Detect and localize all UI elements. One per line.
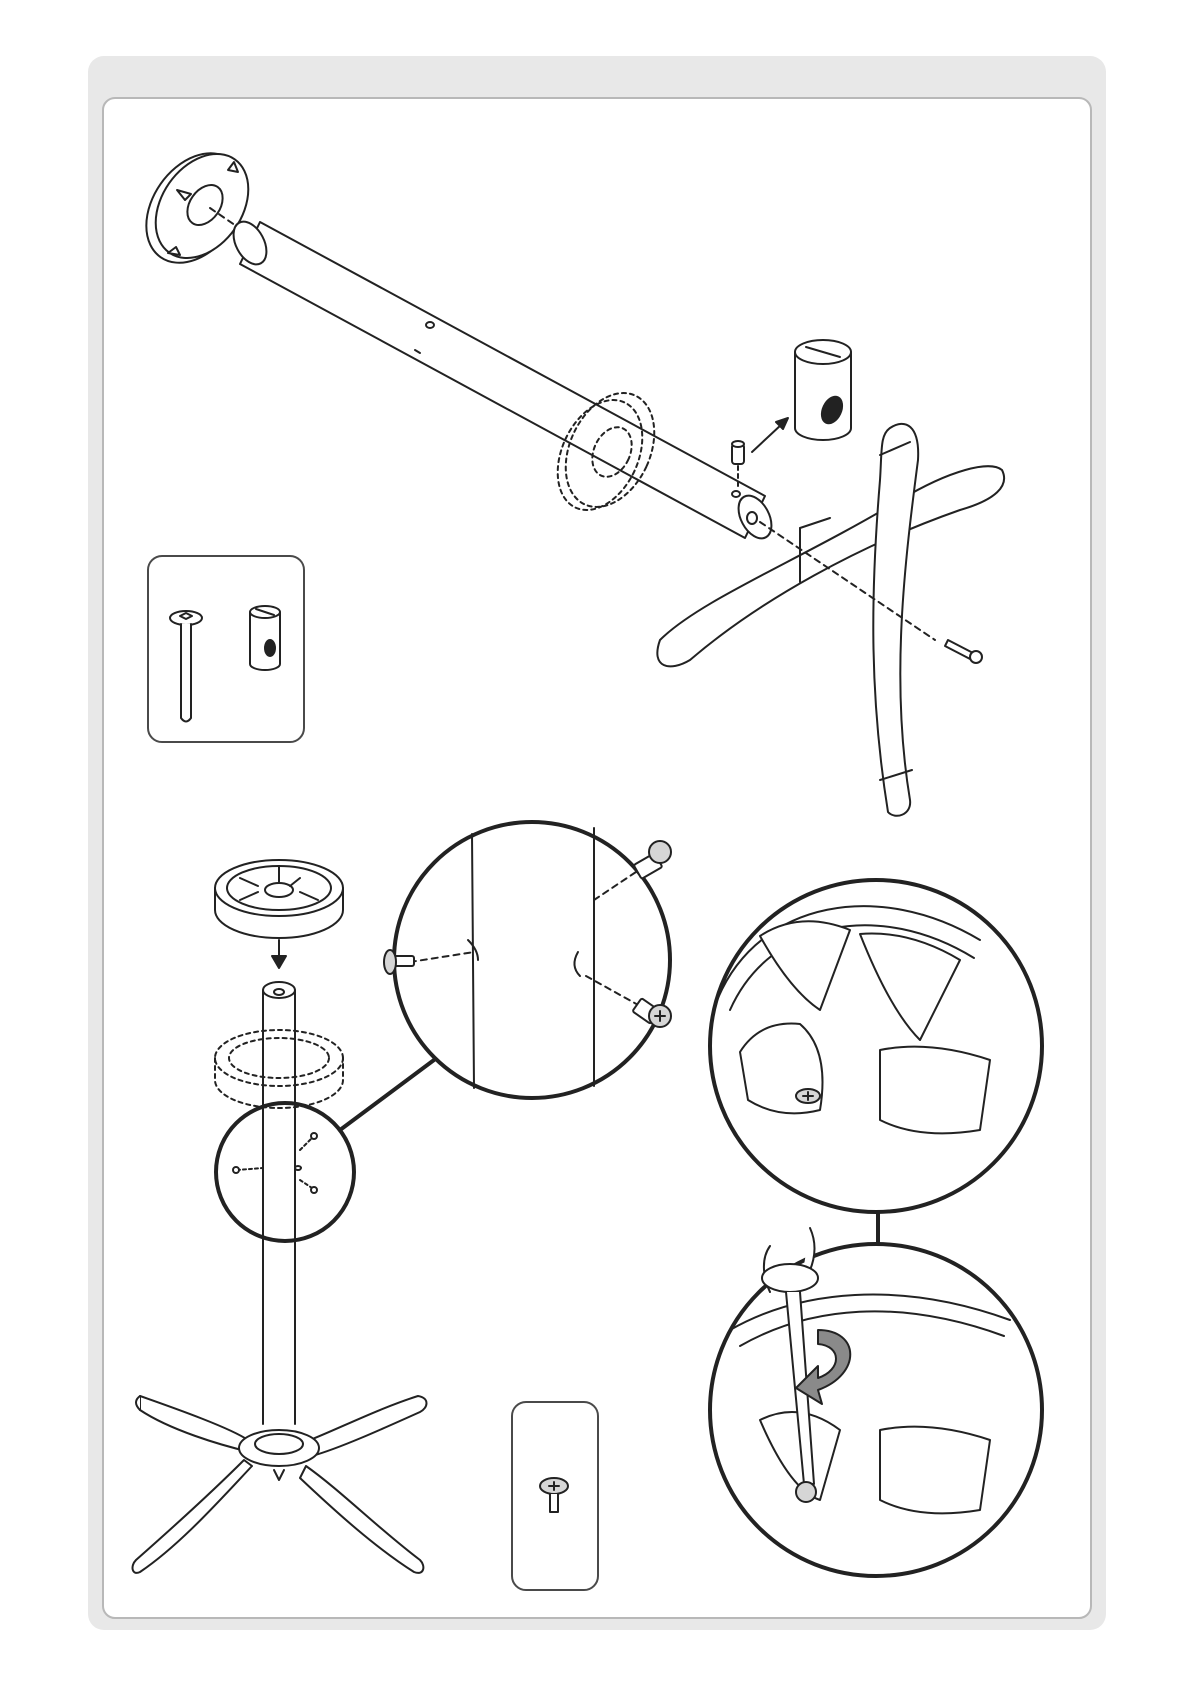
- hub-ring-part: [215, 860, 343, 938]
- small-pin-part: [732, 441, 744, 464]
- hardware-box-1: [148, 556, 304, 742]
- barrel-nut-icon: [250, 606, 280, 670]
- barrel-nut-part: [795, 340, 851, 440]
- hardware-box-2: [512, 1402, 598, 1590]
